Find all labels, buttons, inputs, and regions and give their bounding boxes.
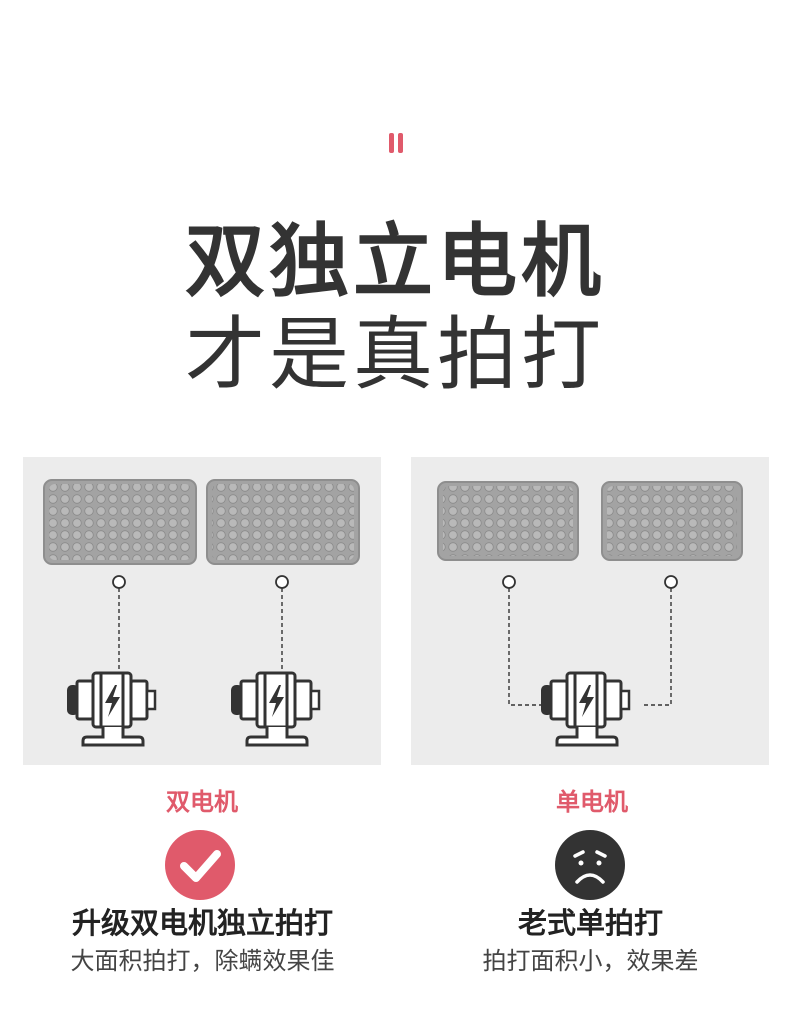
single-motor-title: 老式单拍打 xyxy=(517,906,663,940)
section-marker xyxy=(389,133,403,153)
dual-motor-label: 双电机 xyxy=(166,788,238,816)
headline-line-1: 双独立电机 xyxy=(185,215,605,308)
single-motor-label: 单电机 xyxy=(556,788,628,816)
single-motor-subtitle: 拍打面积小，效果差 xyxy=(482,947,699,975)
sad-face-icon xyxy=(555,830,625,900)
dual-motor-title: 升级双电机独立拍打 xyxy=(71,906,333,940)
single-motor-illustration xyxy=(411,457,769,765)
check-icon xyxy=(165,830,235,900)
headline-line-2: 才是真拍打 xyxy=(185,308,605,401)
dual-motor-illustration xyxy=(23,457,381,765)
dual-motor-subtitle: 大面积拍打，除螨效果佳 xyxy=(70,947,335,975)
